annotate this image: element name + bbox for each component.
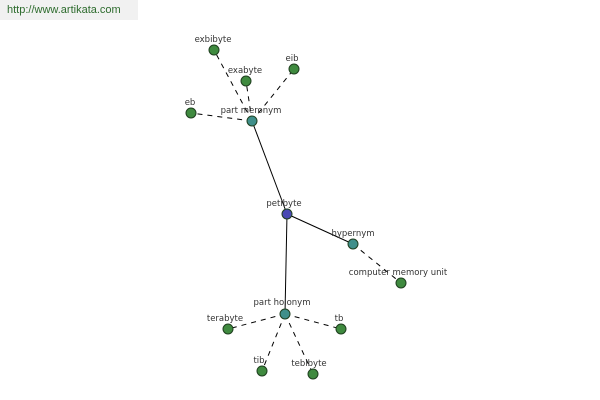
- edge-part-holonym-to-tib: [261, 313, 286, 372]
- node-label-petibyte[interactable]: petibyte: [266, 199, 301, 209]
- edge-petibyte-to-part-meronym: [251, 120, 288, 215]
- edge-hypernym-to-computer-memory-unit: [352, 243, 402, 284]
- node-part-holonym[interactable]: [279, 308, 291, 320]
- graph-labels: petibyte part meronym hypernym part holonym…: [185, 35, 448, 369]
- node-petibyte[interactable]: [281, 208, 293, 220]
- node-part-meronym[interactable]: [246, 115, 258, 127]
- edge-part-meronym-to-eib: [251, 68, 295, 122]
- node-computer-memory-unit[interactable]: [395, 277, 407, 289]
- node-label-eb[interactable]: eb: [185, 98, 196, 108]
- node-eib[interactable]: [288, 63, 300, 75]
- edge-part-meronym-to-eb: [190, 112, 253, 122]
- edge-part-meronym-to-exabyte: [245, 80, 253, 122]
- node-label-terabyte[interactable]: terabyte: [207, 314, 243, 324]
- node-label-eib[interactable]: eib: [286, 54, 299, 64]
- node-label-hypernym[interactable]: hypernym: [331, 229, 374, 239]
- graph-edges: [190, 49, 402, 375]
- node-tb[interactable]: [335, 323, 347, 335]
- node-terabyte[interactable]: [222, 323, 234, 335]
- node-label-computer-memory-unit[interactable]: computer memory unit: [349, 268, 448, 278]
- node-label-tebibyte[interactable]: tebibyte: [291, 359, 326, 369]
- node-tebibyte[interactable]: [307, 368, 319, 380]
- edge-petibyte-to-hypernym: [286, 213, 354, 245]
- node-label-exbibyte[interactable]: exbibyte: [195, 35, 232, 45]
- node-hypernym[interactable]: [347, 238, 359, 250]
- edge-petibyte-to-part-holonym: [284, 213, 288, 315]
- edge-part-holonym-to-tebibyte: [284, 313, 314, 375]
- node-exabyte[interactable]: [240, 75, 252, 87]
- node-tib[interactable]: [256, 365, 268, 377]
- watermark-bar: http://www.artikata.com: [0, 0, 138, 20]
- node-label-tib[interactable]: tib: [253, 356, 264, 366]
- node-label-exabyte[interactable]: exabyte: [228, 66, 262, 76]
- watermark-link[interactable]: http://www.artikata.com: [7, 4, 121, 16]
- node-exbibyte[interactable]: [208, 44, 220, 56]
- node-label-tb[interactable]: tb: [335, 314, 344, 324]
- node-label-part-meronym[interactable]: part meronym: [221, 106, 282, 116]
- edge-part-holonym-to-tb: [284, 313, 342, 330]
- node-eb[interactable]: [185, 107, 197, 119]
- graph-nodes: [185, 44, 407, 380]
- edge-part-meronym-to-exbibyte: [213, 49, 253, 122]
- node-label-part-holonym[interactable]: part holonym: [254, 298, 311, 308]
